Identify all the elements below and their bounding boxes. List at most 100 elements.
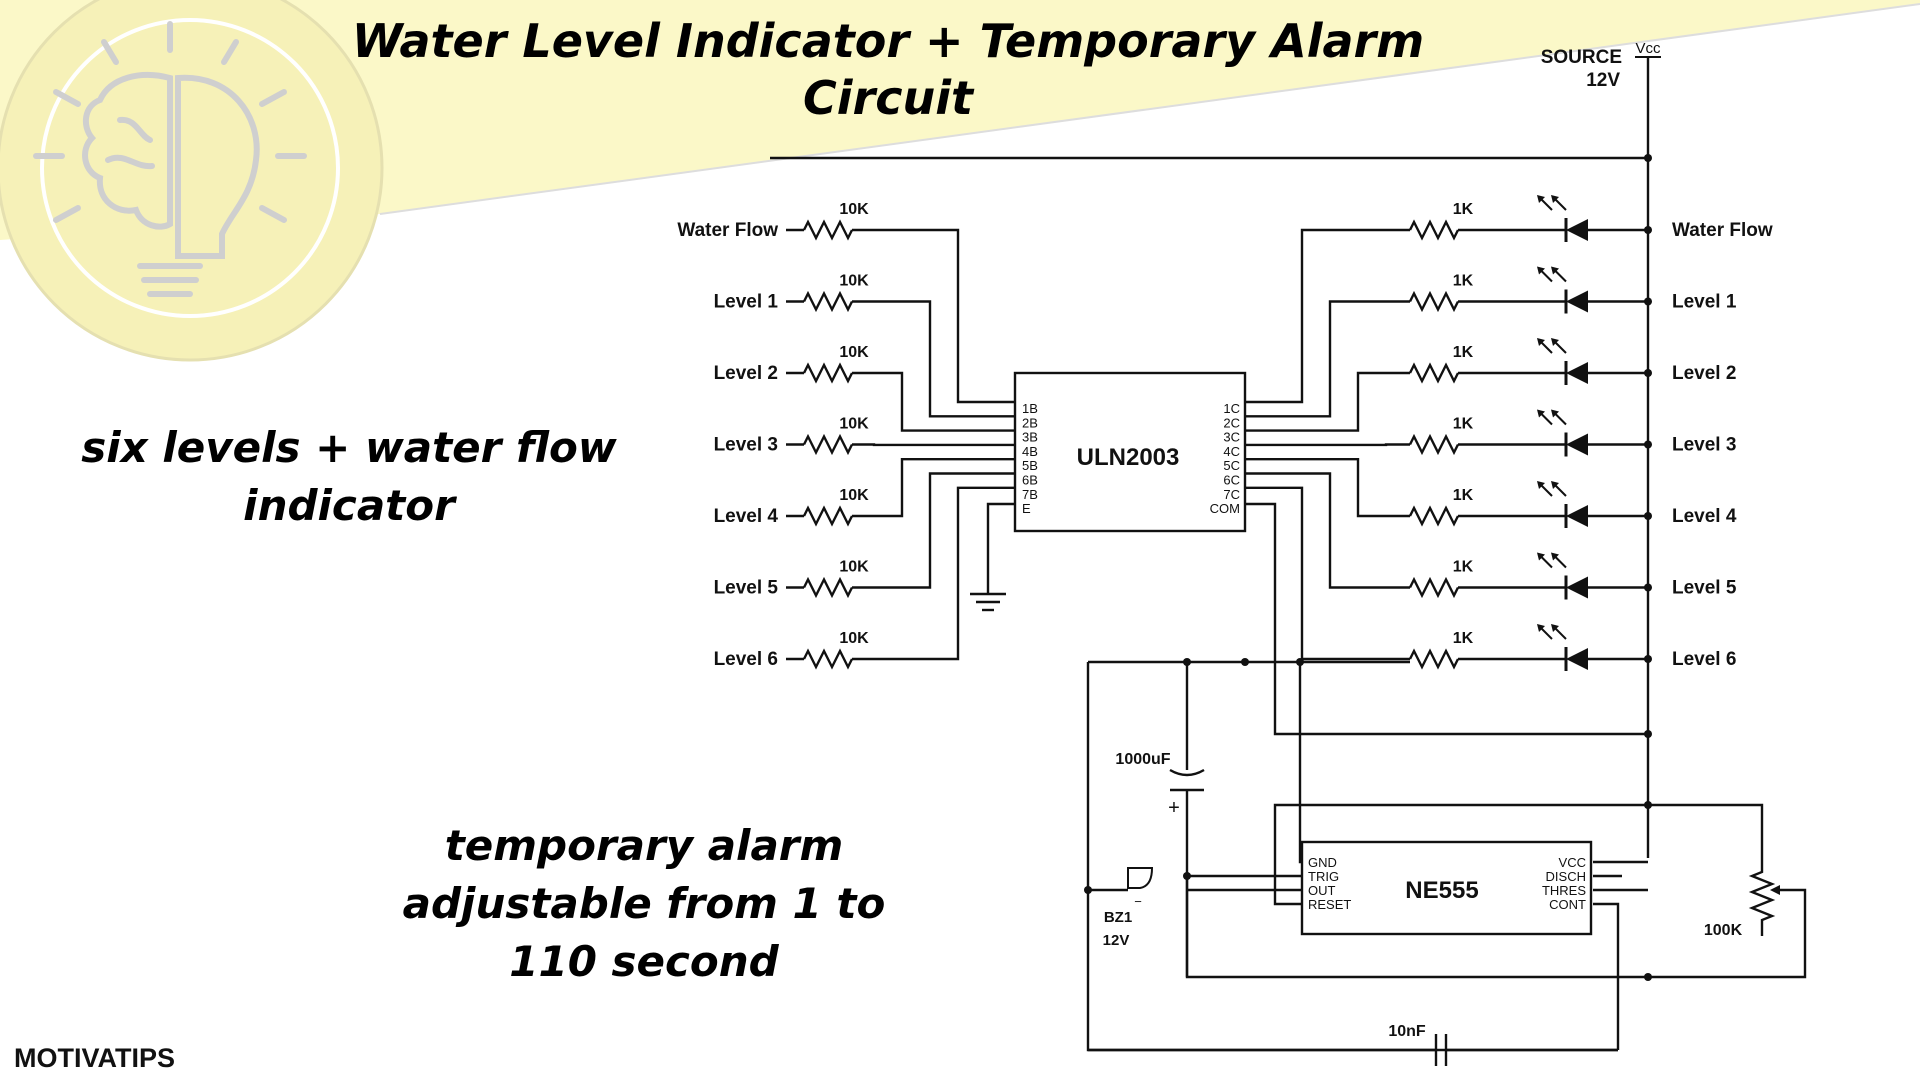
ceramic-capacitor xyxy=(1434,1034,1448,1066)
buzzer-icon: − xyxy=(1127,867,1154,909)
resistor-1k xyxy=(1408,433,1460,456)
resistor-10k xyxy=(802,219,854,241)
resistor-label: 10K xyxy=(839,487,869,504)
source-label: SOURCE xyxy=(1541,47,1622,68)
lightbulb-brain-logo xyxy=(0,0,384,362)
resistor-10k xyxy=(802,576,854,599)
resistor-label: 10K xyxy=(839,344,869,361)
uln2003-pin-label: 2B xyxy=(1022,415,1038,430)
led-icon xyxy=(1566,576,1588,599)
output-label: Level 6 xyxy=(1672,649,1736,670)
resistor-label: 1K xyxy=(1453,559,1474,576)
led-icon xyxy=(1566,648,1588,670)
vcc-label: Vcc xyxy=(1635,40,1661,57)
ne555-pin-label: VCC xyxy=(1559,855,1586,870)
ne555-pin-label: RESET xyxy=(1308,897,1351,912)
resistor-1k xyxy=(1408,219,1460,241)
capacitor-1000uf-label: 1000uF xyxy=(1115,751,1170,768)
uln2003-pin-label: 3B xyxy=(1022,430,1038,445)
resistor-label: 1K xyxy=(1453,201,1474,218)
buzzer-name: BZ1 xyxy=(1104,909,1132,926)
uln2003-pin-label: 4C xyxy=(1223,444,1240,459)
resistor-10k xyxy=(802,362,854,384)
resistor-label: 1K xyxy=(1453,344,1474,361)
output-label: Level 3 xyxy=(1672,435,1736,456)
input-label: Water Flow xyxy=(677,220,778,241)
uln2003-label: ULN2003 xyxy=(1077,444,1180,471)
uln2003-pin-label: 3C xyxy=(1223,430,1240,445)
output-row: 1K Level 6 xyxy=(1245,486,1736,671)
input-label: Level 3 xyxy=(714,435,778,456)
resistor-10k xyxy=(802,290,854,313)
caption-levels-line2: indicator xyxy=(243,481,457,530)
uln2003-pin-label: E xyxy=(1022,501,1031,516)
input-row: Water Flow 10K xyxy=(677,201,1014,404)
uln2003-pin-label: 5C xyxy=(1223,458,1240,473)
resistor-label: 10K xyxy=(839,201,869,218)
uln2003-pin-label: 2C xyxy=(1223,415,1240,430)
resistor-1k xyxy=(1408,648,1460,670)
uln2003-pin-label: 1B xyxy=(1022,401,1038,416)
banner-edge xyxy=(379,3,1920,215)
led-icon xyxy=(1566,433,1588,456)
wiring xyxy=(770,57,1807,1052)
input-label: Level 4 xyxy=(714,506,779,527)
output-label: Water Flow xyxy=(1672,220,1773,241)
uln2003-pin-label: 6B xyxy=(1022,473,1038,488)
ne555-label: NE555 xyxy=(1405,877,1478,904)
caption-alarm-line1: temporary alarm xyxy=(445,821,844,870)
output-row: 1K Level 3 xyxy=(1245,409,1736,457)
buzzer-voltage: 12V xyxy=(1103,932,1130,949)
capacitor-10nf-label: 10nF xyxy=(1388,1023,1426,1040)
input-label: Level 5 xyxy=(714,578,779,599)
ne555-pin-label: OUT xyxy=(1308,883,1336,898)
resistor-label: 1K xyxy=(1453,416,1474,433)
output-label: Level 4 xyxy=(1672,506,1737,527)
resistor-1k xyxy=(1408,290,1460,313)
uln2003-pin-label: 6C xyxy=(1223,473,1240,488)
resistor-10k xyxy=(802,648,854,670)
brand-name: MOTIVATIPS xyxy=(14,1043,175,1073)
uln2003-pin-label: 5B xyxy=(1022,458,1038,473)
title-line2: Circuit xyxy=(803,71,975,125)
output-row: 1K Level 4 xyxy=(1245,458,1737,528)
resistor-1k xyxy=(1408,576,1460,599)
resistor-1k xyxy=(1408,362,1460,384)
ne555-pin-label: GND xyxy=(1308,855,1337,870)
input-row: Level 4 10K xyxy=(714,458,1014,527)
potentiometer-icon xyxy=(1748,866,1780,926)
resistor-label: 10K xyxy=(839,559,869,576)
output-row: 1K Level 1 xyxy=(1245,266,1737,418)
title-banner xyxy=(0,0,1920,240)
ne555-pin-label: TRIG xyxy=(1308,869,1339,884)
buzzer-minus: − xyxy=(1134,894,1142,909)
uln2003-pin-label: 7C xyxy=(1223,487,1240,502)
source-voltage: 12V xyxy=(1586,70,1620,91)
resistor-label: 10K xyxy=(839,630,869,647)
uln2003-chip xyxy=(1013,371,1247,533)
electrolytic-capacitor: + xyxy=(1168,768,1205,819)
capacitor-plus-sign: + xyxy=(1168,797,1180,819)
uln2003-pin-label: 4B xyxy=(1022,444,1038,459)
output-row: 1K Level 5 xyxy=(1245,472,1737,600)
output-label: Level 1 xyxy=(1672,292,1737,313)
resistor-10k xyxy=(802,505,854,527)
ne555-chip xyxy=(1300,840,1593,936)
resistor-label: 1K xyxy=(1453,487,1474,504)
output-label: Level 2 xyxy=(1672,363,1736,384)
output-label: Level 5 xyxy=(1672,578,1737,599)
resistor-1k xyxy=(1408,505,1460,527)
potentiometer-label: 100K xyxy=(1704,922,1743,939)
title-line1: Water Level Indicator + Temporary Alarm xyxy=(352,14,1424,68)
led-icon xyxy=(1566,290,1588,313)
input-row: Level 5 10K xyxy=(714,472,1014,599)
